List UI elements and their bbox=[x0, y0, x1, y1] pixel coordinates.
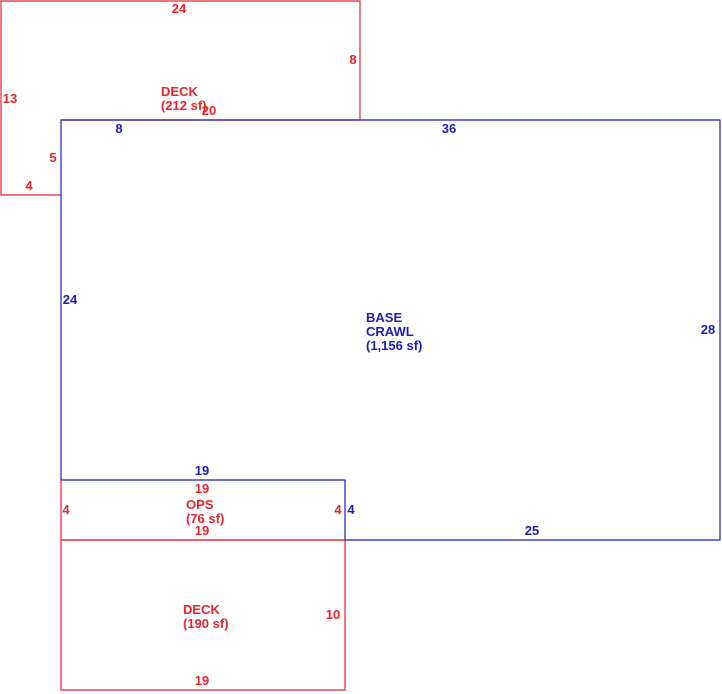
dim-base-step-side: 4 bbox=[347, 502, 355, 517]
dim-deck-top-step-side: 5 bbox=[49, 150, 56, 165]
dim-base-top-left: 8 bbox=[115, 121, 122, 136]
ops-name: OPS bbox=[186, 497, 214, 512]
base-name-line2: CRAWL bbox=[366, 324, 414, 339]
dim-ops-left: 4 bbox=[62, 502, 70, 517]
base-size: (1,156 sf) bbox=[366, 338, 422, 353]
deck-top-size: (212 sf) bbox=[161, 98, 207, 113]
dim-deck-top-step-bottom: 4 bbox=[25, 178, 33, 193]
dim-deck-top-right: 8 bbox=[349, 52, 356, 67]
deck-bottom-outline bbox=[60, 539, 346, 691]
dim-ops-bottom: 19 bbox=[195, 523, 209, 538]
deck-top-name: DECK bbox=[161, 84, 198, 99]
dim-deck-top-top: 24 bbox=[172, 1, 187, 16]
dim-ops-top: 19 bbox=[195, 481, 209, 496]
deck-bottom-size: (190 sf) bbox=[183, 616, 229, 631]
dim-deck-bottom-bottom: 19 bbox=[195, 673, 209, 688]
dim-base-right: 28 bbox=[701, 322, 715, 337]
ops-size: (76 sf) bbox=[186, 511, 224, 526]
dim-deck-top-left: 13 bbox=[3, 91, 17, 106]
dim-deck-top-bottom-right: 20 bbox=[202, 103, 216, 118]
dim-deck-bottom-right: 10 bbox=[326, 607, 340, 622]
dim-base-bottom: 25 bbox=[525, 523, 539, 538]
dim-ops-right: 4 bbox=[334, 502, 342, 517]
base-name-line1: BASE bbox=[366, 310, 402, 325]
dim-base-top-right: 36 bbox=[442, 121, 456, 136]
deck-bottom-name: DECK bbox=[183, 602, 220, 617]
dim-base-left: 24 bbox=[63, 292, 78, 307]
dim-base-step-top: 19 bbox=[195, 463, 209, 478]
